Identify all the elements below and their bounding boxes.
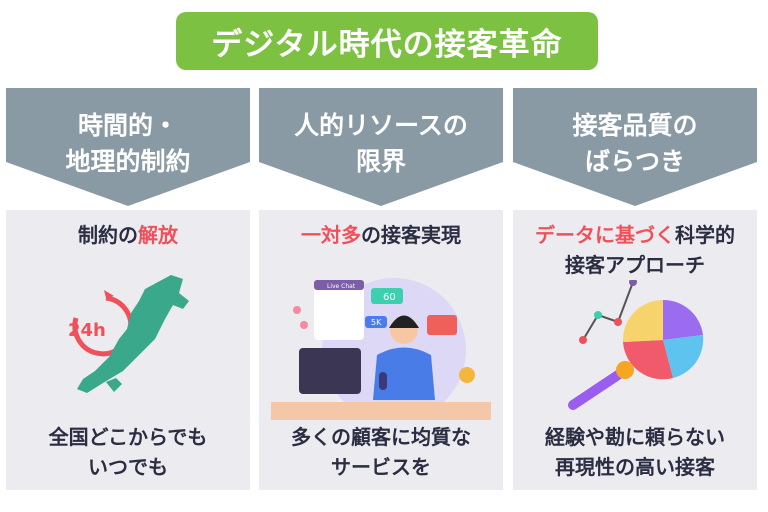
svg-text:60: 60 xyxy=(383,292,396,303)
problem-chevron: 接客品質のばらつき xyxy=(513,88,757,206)
problem-line: 時間的・ xyxy=(77,111,178,140)
column-time-geo: 時間的・地理的制約 制約の解放 24h 全国どこからでもいつでも xyxy=(6,88,250,490)
problem-chevron: 時間的・地理的制約 xyxy=(6,88,250,206)
solution-footer-line: 再現性の高い接客 xyxy=(555,455,715,479)
live-streaming-illustration: Live Chat 60 5K xyxy=(259,270,503,422)
problem-chevron: 人的リソースの限界 xyxy=(259,88,503,206)
svg-text:24h: 24h xyxy=(68,320,106,341)
solution-footer-line: 全国どこからでも xyxy=(48,425,208,449)
japan-map-24h-illustration: 24h xyxy=(6,270,250,420)
solution-panel: 制約の解放 24h 全国どこからでもいつでも xyxy=(6,210,250,490)
solution-footer-line: いつでも xyxy=(88,455,168,479)
japan-map-icon: 24h xyxy=(68,275,189,393)
solution-footer-line: 多くの顧客に均質な xyxy=(291,425,471,449)
column-human-resources: 人的リソースの限界 一対多の接客実現 Live Chat 60 5K 多くの顧客… xyxy=(259,88,503,490)
solution-panel: データに基づく科学的接客アプローチ 経験や勘に頼らない再現性の高い接客 xyxy=(513,210,757,490)
solution-footer-line: 経験や勘に頼らない xyxy=(545,425,725,449)
page-title: デジタル時代の接客革命 xyxy=(176,12,598,70)
solution-panel: 一対多の接客実現 Live Chat 60 5K 多くの顧客に均質なサービスを xyxy=(259,210,503,490)
problem-line: 限界 xyxy=(355,147,406,176)
data-analysis-illustration xyxy=(513,278,757,430)
solution-heading: 制約の解放 xyxy=(78,223,178,247)
svg-text:Live Chat: Live Chat xyxy=(327,283,356,290)
solution-heading: 一対多の接客実現 xyxy=(301,223,461,247)
problem-line: 人的リソースの xyxy=(294,111,468,140)
solution-heading: データに基づく科学的接客アプローチ xyxy=(535,223,735,277)
column-quality-variance: 接客品質のばらつき データに基づく科学的接客アプローチ 経験や勘に頼らない再現性… xyxy=(513,88,757,490)
problem-line: 接客品質の xyxy=(572,111,698,140)
problem-line: 地理的制約 xyxy=(65,147,191,176)
solution-footer-line: サービスを xyxy=(331,455,431,479)
problem-line: ばらつき xyxy=(584,147,685,176)
svg-text:5K: 5K xyxy=(371,318,382,327)
